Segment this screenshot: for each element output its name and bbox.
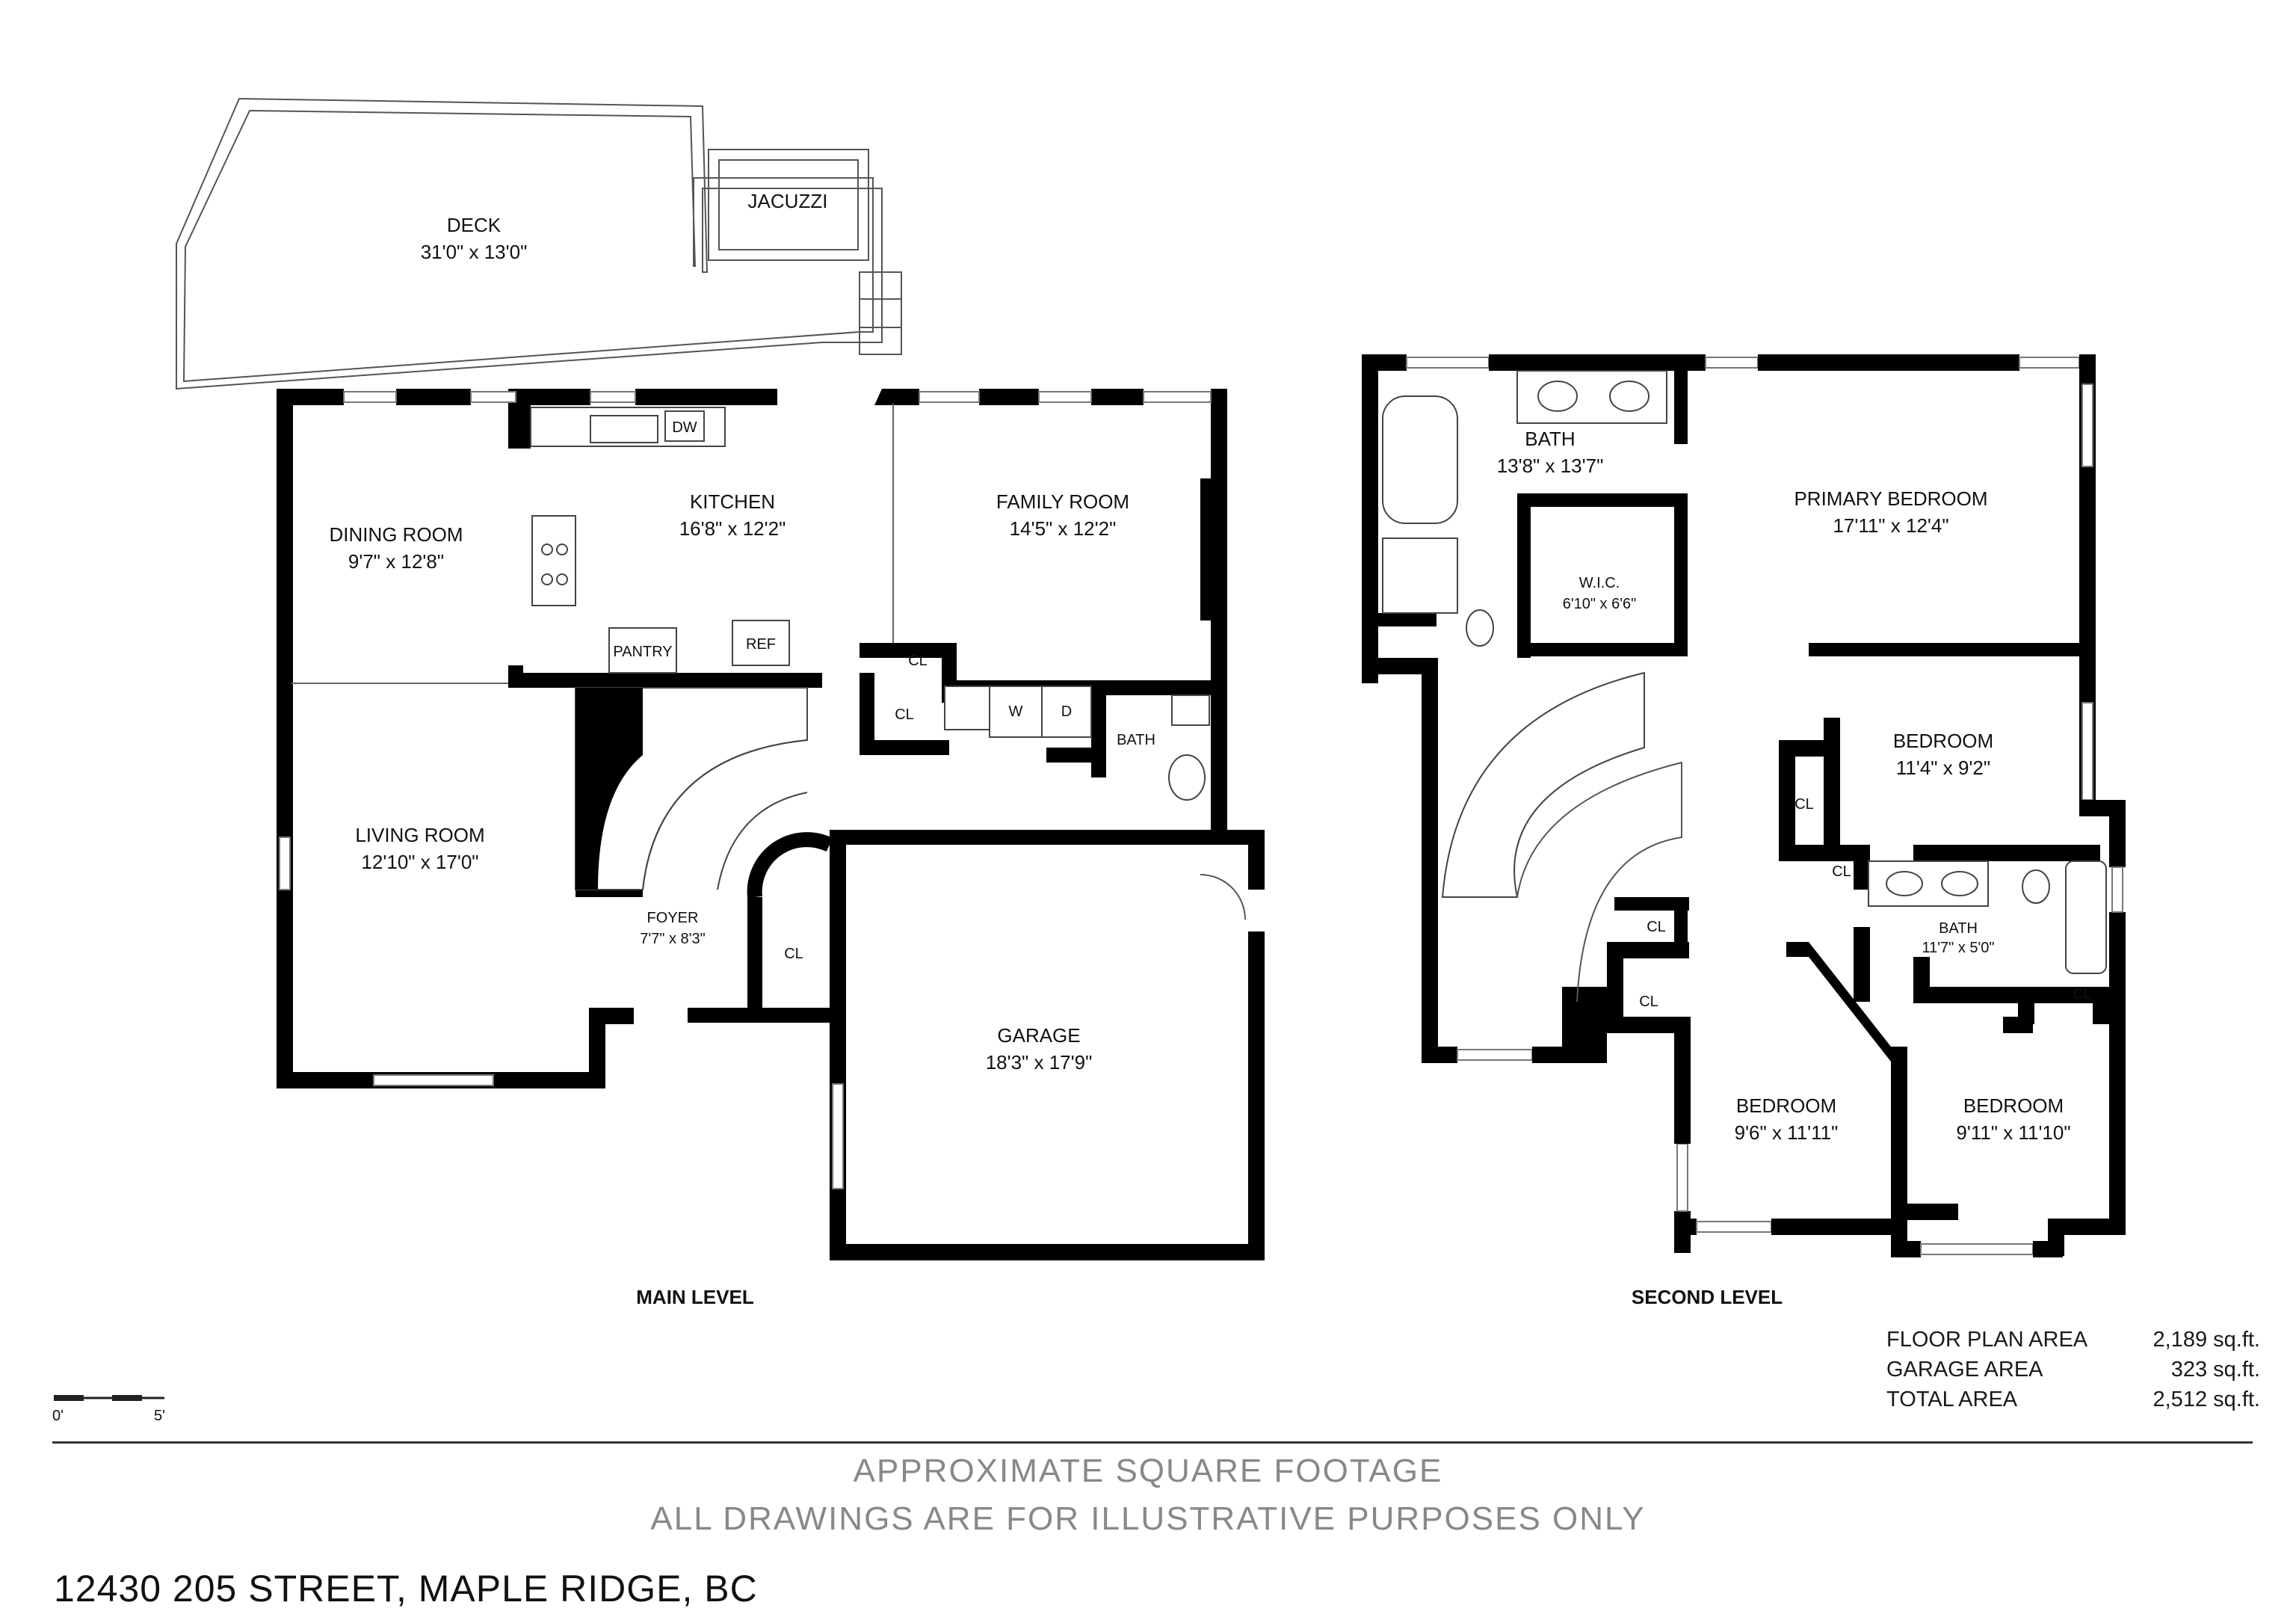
family-name: FAMILY ROOM: [996, 490, 1129, 513]
scale-end: 5': [154, 1408, 165, 1424]
primary-bath-dim: 13'8" x 13'7": [1497, 455, 1604, 477]
closet-label: CL: [908, 653, 928, 669]
washer-label: W: [1009, 703, 1023, 720]
area-label: TOTAL AREA: [1886, 1388, 2018, 1411]
footer-line-2: ALL DRAWINGS ARE FOR ILLUSTRATIVE PURPOS…: [650, 1500, 1646, 1537]
kitchen-name: KITCHEN: [690, 490, 775, 513]
area-summary: FLOOR PLAN AREA 2,189 sq.ft. GARAGE AREA…: [1886, 1325, 2260, 1414]
bedroom3-name: BEDROOM: [1736, 1094, 1836, 1117]
deck-outline: [176, 97, 883, 390]
bath2-name: BATH: [1939, 920, 1978, 937]
main-west-wall: [277, 389, 293, 1088]
garage-name: GARAGE: [997, 1024, 1080, 1047]
foyer-dim: 7'7" x 8'3": [640, 931, 705, 947]
closet-label: CL: [1832, 863, 1851, 880]
bath2-dim: 11'7" x 5'0": [1922, 940, 1994, 956]
footer-line-1: APPROXIMATE SQUARE FOOTAGE: [853, 1453, 1443, 1489]
area-row: FLOOR PLAN AREA 2,189 sq.ft.: [1886, 1325, 2260, 1355]
family-dim: 14'5" x 12'2": [1010, 517, 1117, 540]
dining-dim: 9'7" x 12'8": [348, 550, 444, 573]
primary-bath-name: BATH: [1525, 428, 1575, 450]
foyer-name: FOYER: [647, 910, 699, 926]
closet-label: CL: [1794, 796, 1814, 813]
area-row: TOTAL AREA 2,512 sq.ft.: [1886, 1385, 2260, 1414]
dw-label: DW: [672, 419, 697, 436]
second-level-title: SECOND LEVEL: [1632, 1286, 1783, 1308]
area-value: 2,512 sq.ft.: [2152, 1388, 2261, 1411]
jacuzzi-outline: [708, 149, 869, 261]
main-level-title: MAIN LEVEL: [636, 1286, 754, 1308]
kitchen-dim: 16'8" x 12'2": [679, 517, 786, 540]
bedroom4-name: BEDROOM: [1963, 1094, 2064, 1117]
jacuzzi-name: JACUZZI: [748, 190, 828, 212]
wic-dim: 6'10" x 6'6": [1563, 596, 1637, 612]
window: [343, 391, 397, 403]
area-row: GARAGE AREA 323 sq.ft.: [1886, 1355, 2260, 1385]
ref-label: REF: [746, 636, 776, 653]
bedroom4-dim: 9'11" x 11'10": [1956, 1121, 2070, 1144]
bedroom2-dim: 11'4" x 9'2": [1896, 757, 1990, 779]
closet-label: CL: [2073, 986, 2092, 1003]
wic-name: W.I.C.: [1579, 575, 1620, 591]
footer-divider: [52, 1441, 2253, 1444]
primary-bedroom-name: PRIMARY BEDROOM: [1794, 487, 1987, 510]
closet-label: CL: [784, 946, 803, 962]
property-address: 12430 205 STREET, MAPLE RIDGE, BC: [54, 1568, 758, 1610]
area-value: 323 sq.ft.: [2170, 1358, 2260, 1382]
main-level-plan: [176, 97, 1265, 1260]
second-level-plan: [1362, 354, 2126, 1257]
area-label: GARAGE AREA: [1886, 1358, 2043, 1382]
closet-label: CL: [1639, 994, 1658, 1010]
main-stair: [575, 687, 808, 890]
living-name: LIVING ROOM: [355, 824, 484, 846]
bedroom3-dim: 9'6" x 11'11": [1735, 1121, 1839, 1144]
area-value: 2,189 sq.ft.: [2152, 1328, 2261, 1352]
living-dim: 12'10" x 17'0": [361, 851, 478, 873]
powder-bath-name: BATH: [1117, 732, 1155, 748]
dining-name: DINING ROOM: [329, 523, 463, 546]
bedroom2-name: BEDROOM: [1893, 730, 1993, 752]
dryer-label: D: [1061, 703, 1072, 720]
deck-dim: 31'0" x 13'0": [421, 241, 528, 263]
pantry-label: PANTRY: [613, 644, 672, 660]
scale-start: 0': [52, 1408, 64, 1424]
room-labels: DECK 31'0" x 13'0" JACUZZI DINING ROOM 9…: [329, 190, 2091, 1308]
closet-label: CL: [1647, 919, 1666, 935]
deck-name: DECK: [447, 214, 502, 236]
closet-label: CL: [895, 706, 914, 723]
area-label: FLOOR PLAN AREA: [1886, 1328, 2088, 1352]
primary-bedroom-dim: 17'11" x 12'4": [1833, 514, 1948, 537]
scale-bar: 0' 5': [52, 1395, 165, 1424]
footer-notes: APPROXIMATE SQUARE FOOTAGE ALL DRAWINGS …: [0, 1447, 2296, 1543]
garage-dim: 18'3" x 17'9": [986, 1051, 1093, 1074]
